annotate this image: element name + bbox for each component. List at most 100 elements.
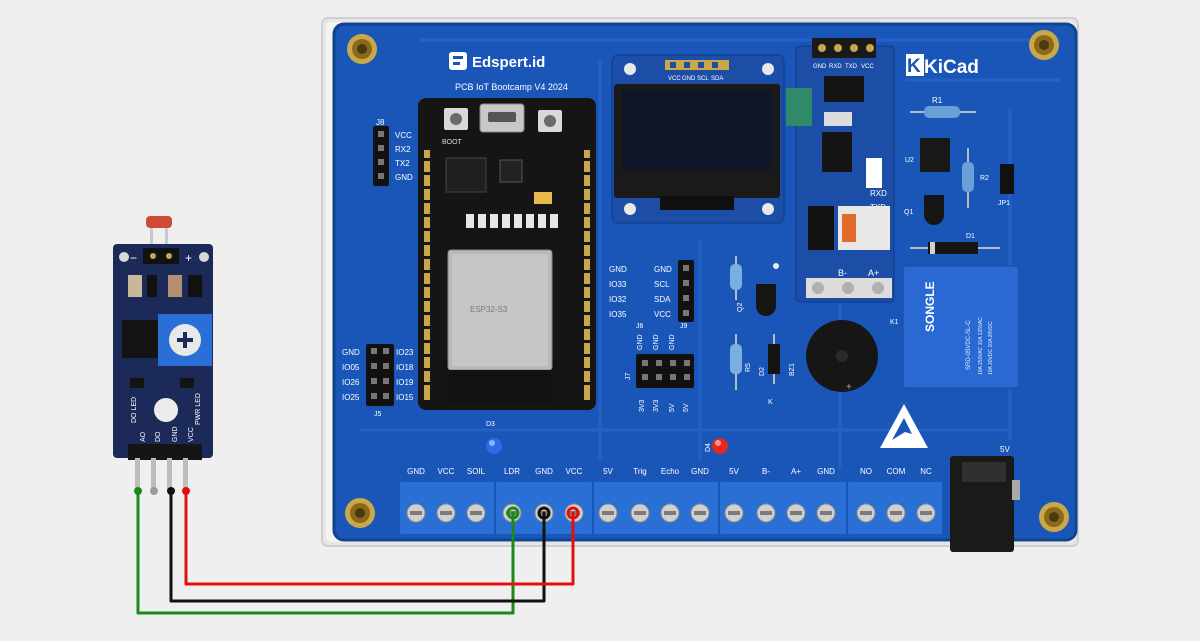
buzzer-bz1: + BZ1 [789,320,878,393]
oled-pin: SCL [697,76,709,82]
j7-pin: GND [669,334,676,350]
svg-text:+: + [846,382,852,393]
terminal-label: Echo [661,467,680,476]
j7-pin: GND [637,334,644,350]
wire-ao [136,488,515,615]
r2-label: R2 [980,175,989,182]
j7-pin: 3V3 [639,399,646,412]
mounting-hole-icon [347,34,377,64]
terminal-screw-slot [860,511,872,515]
j5-ref: J5 [374,411,382,418]
j7-pin: 5V [683,403,690,412]
q1-label: Q1 [904,209,913,216]
d4-label: D4 [705,443,712,452]
j8-pin: GND [395,173,413,182]
svg-text:K: K [907,56,921,77]
q2-label: Q2 [737,303,744,312]
terminal-label: GND [407,467,425,476]
terminal-label: LDR [504,467,520,476]
ic-u2: U2 [905,138,950,172]
terminal-label: COM [887,467,906,476]
boot-label: BOOT [442,139,463,146]
rs485-side-label: RXD [870,189,887,198]
terminal-label: GND [535,467,553,476]
j7-pin: 5V [669,403,676,412]
j9-pin: GND [654,265,672,274]
j9-pin: VCC [654,310,671,319]
j6-pin: IO32 [609,295,627,304]
j9-ref: J9 [680,323,688,330]
j5-pin: IO26 [342,378,360,387]
r1-label: R1 [932,96,943,105]
d3-label: D3 [486,421,495,428]
mounting-hole-icon [345,498,375,528]
photoresistor-icon [146,216,172,246]
mounting-hole-icon [1029,30,1059,60]
sensor-minus-label: − [130,251,137,265]
header-j7: GND GND GND J7 3V3 3V3 5V 5V [625,334,694,412]
j8-pin: RX2 [395,145,411,154]
driver-terminal [806,278,892,298]
kicad-text: KiCad [924,57,979,78]
sensor-pin-label: AO [140,431,147,442]
boot-button[interactable] [444,108,468,130]
oled-display: VCC GND SCL SDA [611,54,785,224]
sensor-pin-label: DO [155,431,162,442]
k-label: K [768,399,773,406]
esd-warning-icon [880,404,928,448]
j9-pin: SDA [654,295,671,304]
terminal-label: 5V [729,467,739,476]
j5-pin: IO23 [396,348,414,357]
brand-logo: Edspert.id PCB IoT Bootcamp V4 2024 [449,52,568,92]
do-led-label: DO LED [131,397,138,423]
oled-pin: GND [682,76,696,82]
wire-vcc [184,488,575,586]
resistor-r1: R1 [910,96,976,118]
j8-pin: TX2 [395,159,410,168]
mounting-hole-icon [1039,502,1069,532]
terminal-screw-slot [602,511,614,515]
ldr-sensor-module: − + DO LED PWR LED AO DO GND VCC [113,216,213,490]
j5-pin: IO19 [396,378,414,387]
terminal-screw-slot [470,511,482,515]
k1-label: K1 [890,319,899,326]
relay-k1: SONGLE SRD-05VDC-SL-C 10A 250VAC 10A 125… [890,265,1020,389]
header-j8: J8 VCC RX2 TX2 GND [373,118,413,186]
led-d3: D3 [486,421,502,454]
u2-label: U2 [905,157,914,164]
brand-subtitle: PCB IoT Bootcamp V4 2024 [455,82,568,92]
d1-label: D1 [966,233,975,240]
diode-d2: K D2 [759,334,780,406]
terminal-screw-slot [694,511,706,515]
terminal-label: VCC [438,467,455,476]
terminal-label: 5V [603,467,613,476]
sensor-pin-label: GND [172,426,179,442]
header-j5: GND IO05 IO26 IO25 IO23 IO18 IO19 IO15 J… [342,344,414,418]
wires [136,488,575,615]
j9-pin: SCL [654,280,670,289]
jp1-label: JP1 [998,200,1010,207]
d2-label: D2 [759,367,766,376]
j5-pin: IO15 [396,393,414,402]
resistor-r5: R5 [730,334,752,390]
rs485-module: GND RXD TXD VCC RXD TXD B- A+ [786,38,895,303]
terminal-screw-slot [410,511,422,515]
pwr-led-label: PWR LED [195,393,202,425]
resistor-q2-area: Q2 [730,256,779,316]
terminal-label: A+ [791,467,801,476]
jack-label: 5V [1000,445,1010,454]
oled-pin: VCC [668,76,681,82]
esp32-devboard: BOOT ESP32-S3 [418,98,596,410]
wire-gnd [169,488,546,603]
terminal-label: Trig [633,467,646,476]
sensor-plus-label: + [185,251,192,265]
en-button[interactable] [538,110,562,132]
terminal-screw-slot [920,511,932,515]
jumper-jp1: JP1 [998,164,1014,207]
resistor-r2: R2 [962,148,989,208]
terminal-screw-slot [634,511,646,515]
terminal-label: SOIL [467,467,486,476]
j8-ref: J8 [376,118,385,127]
